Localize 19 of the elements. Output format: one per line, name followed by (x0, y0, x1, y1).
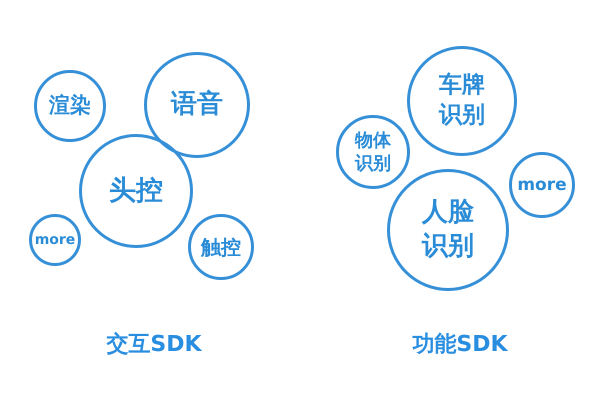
bubble-label: 物体识别 (354, 128, 392, 176)
bubble-label: 头控 (109, 174, 163, 208)
bubble-label: more (517, 174, 567, 196)
group-title: 功能SDK (412, 331, 508, 359)
bubble-label: 触控 (201, 234, 241, 260)
bubble-label: 渲染 (49, 92, 91, 120)
circle (407, 46, 517, 156)
circle (144, 52, 250, 158)
bubble-label: 语音 (171, 88, 223, 122)
circle (336, 115, 410, 189)
circle (509, 152, 575, 218)
circle (34, 70, 106, 142)
circle (79, 134, 193, 248)
bubble-label: 人脸识别 (420, 196, 475, 263)
bubble-label: more (34, 230, 76, 250)
circle (188, 214, 254, 280)
group-title: 交互SDK (106, 330, 202, 359)
bubble-label: 车牌识别 (438, 71, 486, 130)
circle (29, 214, 81, 266)
